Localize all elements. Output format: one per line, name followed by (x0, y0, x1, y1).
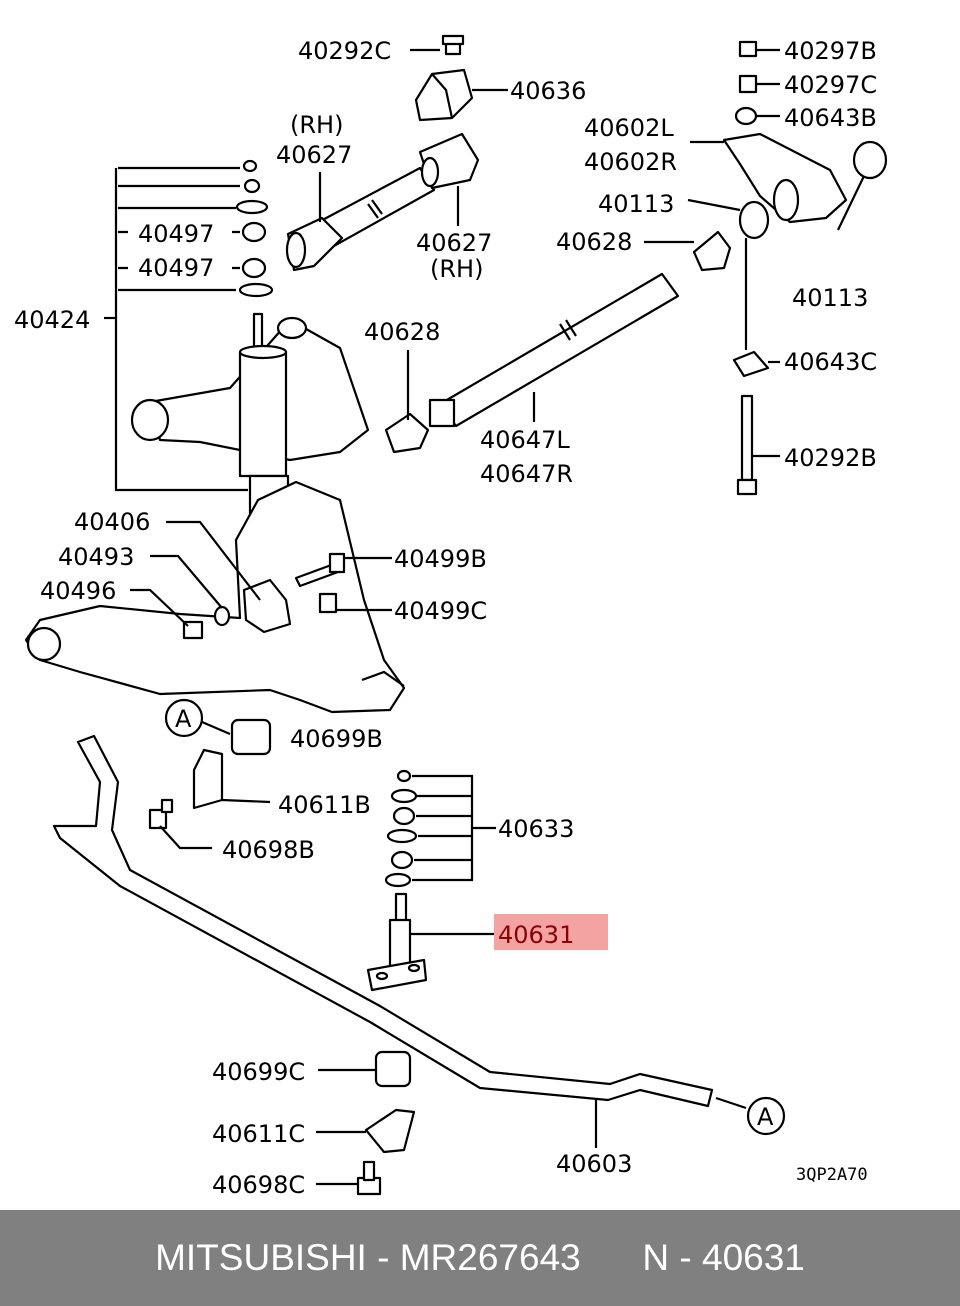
bracket-40611c (364, 1108, 416, 1154)
label-40292b: 40292B (784, 444, 877, 472)
label-40699b: 40699B (290, 725, 383, 753)
label-40627-b: 40627 (416, 229, 492, 257)
label-40611c: 40611C (212, 1120, 305, 1148)
bushing-40628-lower (384, 412, 430, 454)
shaft-40627 (285, 132, 480, 272)
svg-text:A: A (757, 1103, 774, 1131)
label-40647r: 40647R (480, 460, 573, 488)
link-40631 (366, 892, 428, 992)
callout-a-left: A (164, 698, 204, 738)
label-40602l: 40602L (584, 114, 674, 142)
label-40643c: 40643C (784, 348, 877, 376)
svg-text:A: A (175, 705, 192, 733)
label-40627-a: 40627 (276, 141, 352, 169)
label-40602r: 40602R (584, 148, 677, 176)
footer-bar: MITSUBISHI - MR267643 N - 40631 (0, 1210, 960, 1306)
label-40496: 40496 (40, 577, 116, 605)
label-rh-2: (RH) (430, 255, 483, 283)
label-40424: 40424 (14, 306, 90, 334)
label-40647l: 40647L (480, 426, 570, 454)
label-rh-1: (RH) (290, 111, 343, 139)
parts-diagram: A A (14, 34, 888, 1199)
bolt-40292b (736, 394, 758, 496)
label-40698c: 40698C (212, 1171, 305, 1199)
part-labels: 40292C 40636 (RH) 40627 40627 (RH) 40297… (14, 37, 877, 1199)
label-40628-a: 40628 (556, 228, 632, 256)
nuts-washers (734, 40, 758, 126)
diagram-code: 3QP2A70 (796, 1165, 868, 1185)
footer-text: MITSUBISHI - MR267643 N - 40631 (155, 1237, 805, 1278)
strut-bar-bracket (722, 132, 888, 240)
label-40628-b: 40628 (364, 318, 440, 346)
label-40611b: 40611B (278, 791, 371, 819)
bushing-40699c (374, 1050, 412, 1088)
label-40698b: 40698B (222, 836, 315, 864)
label-40499c: 40499C (394, 597, 487, 625)
bolt-40499b (294, 552, 346, 588)
label-40297c: 40297C (784, 71, 877, 99)
retainer-40643c (732, 350, 770, 378)
label-40699c: 40699C (212, 1058, 305, 1086)
callout-a-right: A (746, 1096, 786, 1136)
label-40493: 40493 (58, 543, 134, 571)
label-40113-b: 40113 (792, 284, 868, 312)
highlight-box (494, 914, 608, 950)
label-40499b: 40499B (394, 545, 487, 573)
bolt-40292c (441, 34, 465, 56)
bolt-40698b (148, 798, 174, 830)
bracket-40636 (414, 68, 474, 122)
label-40497-a: 40497 (138, 220, 214, 248)
label-40633: 40633 (498, 815, 574, 843)
label-40113-a: 40113 (598, 190, 674, 218)
label-40292c: 40292C (298, 37, 391, 65)
washer-stack (235, 159, 274, 298)
label-40603: 40603 (556, 1150, 632, 1178)
washer-stack-40633 (384, 769, 418, 888)
label-40643b: 40643B (784, 104, 877, 132)
bolt-40698c (356, 1160, 382, 1196)
label-40631: 40631 (498, 921, 574, 949)
label-40497-b: 40497 (138, 254, 214, 282)
strut-bar-40647 (428, 272, 680, 428)
label-40636: 40636 (510, 77, 586, 105)
label-40406: 40406 (74, 508, 150, 536)
bracket-40611b (192, 748, 224, 810)
label-40297b: 40297B (784, 37, 877, 65)
bushing-40699b (230, 718, 272, 756)
stabilizer-bar-40603 (52, 734, 714, 1108)
bushing-40628 (692, 230, 732, 272)
